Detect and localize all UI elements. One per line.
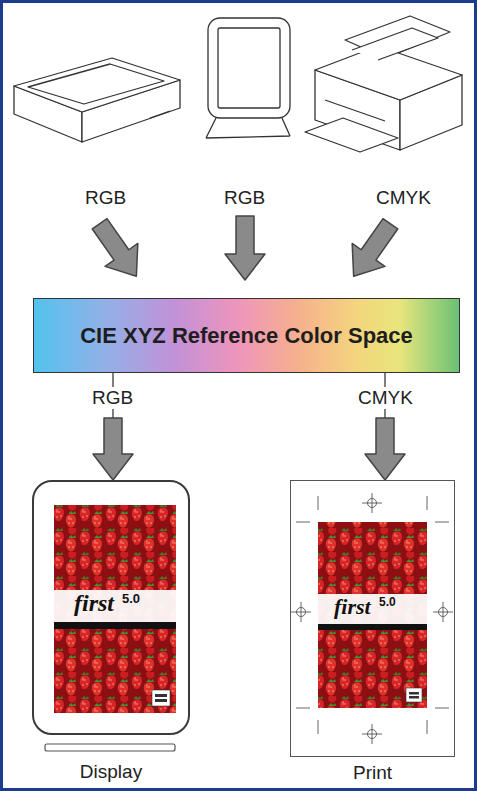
block-arrow	[93, 418, 133, 480]
signal-label: CMYK	[376, 187, 431, 209]
display-stand	[45, 744, 175, 751]
device-caption: Display	[14, 761, 208, 783]
signal-label: RGB	[224, 187, 265, 209]
device-caption: Print	[271, 762, 474, 784]
input-arrows	[83, 212, 406, 287]
print-picture	[318, 522, 427, 708]
logo-text: first	[74, 589, 114, 617]
logo-number: 5.0	[379, 595, 396, 610]
block-arrow	[365, 418, 405, 480]
scanner-icon	[14, 58, 180, 142]
print-page: Print	[290, 480, 455, 757]
signal-label: CMYK	[355, 387, 416, 409]
logo-number: 5.0	[122, 591, 140, 607]
printer-icon	[305, 16, 462, 152]
band-title: CIE XYZ Reference Color Space	[80, 323, 413, 349]
crop-marks	[291, 493, 453, 744]
reference-band: CIE XYZ Reference Color Space	[33, 298, 460, 373]
signal-label: RGB	[85, 187, 126, 209]
display-picture	[54, 505, 176, 713]
logo-text: first	[334, 594, 371, 620]
signal-label: RGB	[89, 387, 136, 409]
tablet-icon	[206, 18, 290, 138]
